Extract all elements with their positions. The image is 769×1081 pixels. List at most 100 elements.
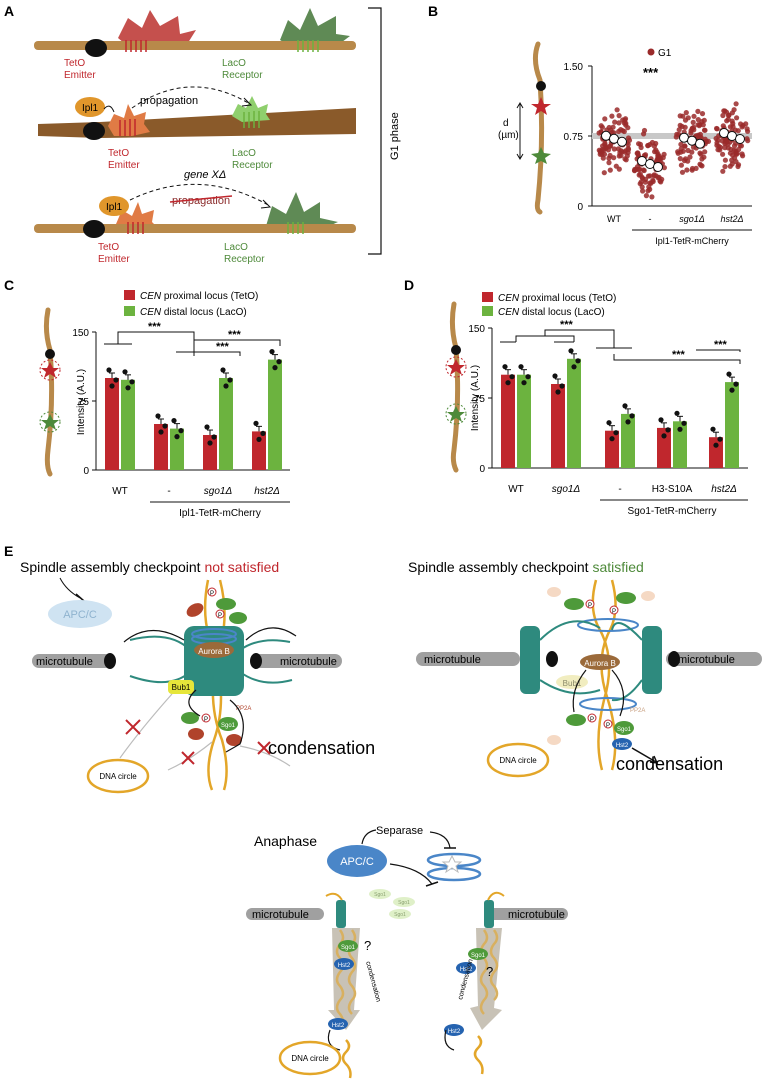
- emitter-label-row1: Emitter: [64, 70, 96, 81]
- scatter-point: [653, 147, 659, 153]
- chrom-tips-ana: [325, 891, 505, 901]
- inhibit-bar-apcc2: [425, 881, 439, 887]
- dna-circle-ana: [278, 1040, 342, 1076]
- legend-c-1: CEN proximal locus (TetO): [140, 291, 258, 302]
- scatter-point: [736, 146, 742, 153]
- scatter-point: [600, 147, 607, 154]
- ytick-label-b-1: 1.50: [564, 62, 584, 73]
- replicate-mean: [735, 134, 745, 144]
- emitter-label-row3: Emitter: [98, 254, 130, 265]
- scatter-point: [677, 156, 683, 162]
- replicate-point: [571, 364, 577, 370]
- scatter-point: [697, 161, 703, 167]
- aurora-b-label-l: Aurora B: [198, 647, 230, 656]
- microtubule-right-l: [252, 654, 342, 668]
- microtubule-label-ana-l: microtubule: [252, 909, 309, 921]
- green-star-b: [531, 147, 551, 164]
- emitter-signal-row1: [118, 10, 196, 50]
- scatter-point: [616, 113, 622, 119]
- scatter-point: [640, 188, 646, 194]
- kinetochore-fiber-l3: [239, 639, 291, 651]
- arrow-condensation-r: [631, 747, 657, 763]
- g1-bracket: [368, 7, 382, 255]
- axis-b: 1.50 0.75 0: [564, 62, 752, 213]
- red-star-d: [447, 359, 465, 375]
- scatter-point: [701, 117, 707, 123]
- ytick-label-b-2: 0.75: [564, 132, 584, 143]
- microtubule-ana-l: [246, 908, 324, 920]
- sgo1-free-label-2: Sgo1: [398, 900, 410, 906]
- inhibit-line-apcc: [59, 577, 81, 599]
- kinetochore-left-l: [104, 653, 116, 669]
- replicate-point: [555, 389, 561, 395]
- replicate-point: [658, 417, 664, 423]
- scatter-point: [601, 170, 607, 176]
- arrow-r1: [572, 669, 587, 713]
- replicate-point: [269, 349, 275, 355]
- pp2a-faded-r3: [547, 735, 561, 745]
- scatter-point: [653, 173, 659, 179]
- sig-d-1: ***: [560, 319, 574, 331]
- teto-array-row2: [119, 119, 136, 136]
- phospho-label-l3: P: [204, 717, 208, 723]
- replicate-point: [227, 377, 233, 383]
- xtick-d-2: sgo1Δ: [552, 484, 581, 495]
- replicate-point: [552, 373, 558, 379]
- replicate-point: [155, 413, 161, 419]
- pp2a-faded-r2: [641, 591, 655, 601]
- ytick-label-b-3: 0: [577, 202, 583, 213]
- replicate-point: [717, 436, 723, 442]
- scatter-point: [661, 165, 668, 171]
- d-unit-b: (µm): [498, 130, 519, 141]
- bar: [219, 378, 233, 470]
- scatter-point: [617, 150, 623, 156]
- replicate-point: [162, 423, 168, 429]
- hst2-ana-r2: [444, 1024, 464, 1036]
- bar: [551, 384, 565, 468]
- xtick-d-1: WT: [508, 484, 524, 495]
- scatter-point: [695, 122, 701, 128]
- scatter-point: [720, 151, 726, 157]
- scatter-points-b: [596, 101, 751, 200]
- sgo1-ana-l: [338, 940, 358, 952]
- scatter-point: [675, 149, 681, 155]
- scatter-point: [673, 134, 679, 140]
- scatter-point: [728, 146, 734, 153]
- group-label-c: Ipl1-TetR-mCherry: [179, 508, 261, 519]
- scatter-point: [622, 117, 628, 123]
- scatter-point: [691, 113, 697, 119]
- scatter-point: [611, 155, 617, 161]
- replicate-point: [713, 442, 719, 448]
- scatter-point: [734, 150, 740, 156]
- laco-label-row3: LacO: [224, 242, 248, 253]
- chrom-tail-ana-l: [341, 1039, 352, 1079]
- scatter-point: [702, 149, 708, 155]
- inhibit-separase: [429, 831, 451, 849]
- scatter-point: [632, 167, 638, 173]
- xtick-b-3: sgo1Δ: [679, 214, 705, 224]
- xtick-b-1: WT: [607, 214, 621, 224]
- kinetochore-dot-r2: [668, 651, 680, 667]
- kinetochore-ana-l: [336, 900, 346, 928]
- scatter-point: [678, 141, 684, 147]
- row1-diagram: TetO Emitter LacO Receptor: [34, 8, 356, 81]
- sgo1-free-2: [393, 897, 415, 907]
- replicate-point: [178, 428, 184, 434]
- emitter-label-row2: Emitter: [108, 160, 140, 171]
- faded-arrow-l1: [119, 693, 173, 759]
- faded-arrow-l2: [167, 741, 213, 771]
- sac-satisfied: Spindle assembly checkpoint satisfied mi…: [408, 559, 762, 778]
- scatter-point: [653, 140, 659, 147]
- scatter-point: [598, 123, 604, 129]
- bub1-label-l: Bub1: [172, 683, 191, 692]
- replicate-point: [521, 380, 527, 386]
- panel-b: B d (µm) 1.50 0.75 0 G1 *** WT - sgo1Δ h…: [428, 3, 752, 246]
- propagation-label-row2: propagation: [140, 95, 198, 107]
- panel-c: C CEN proximal locus (TetO) CEN distal l…: [4, 277, 290, 519]
- sgo1-chrom-r: [614, 721, 634, 735]
- replicate-point: [575, 358, 581, 364]
- replicate-point: [606, 420, 612, 426]
- scatter-point: [697, 150, 703, 156]
- sig-brackets-c: [104, 331, 281, 356]
- ytick-label-d-1: 150: [468, 324, 485, 335]
